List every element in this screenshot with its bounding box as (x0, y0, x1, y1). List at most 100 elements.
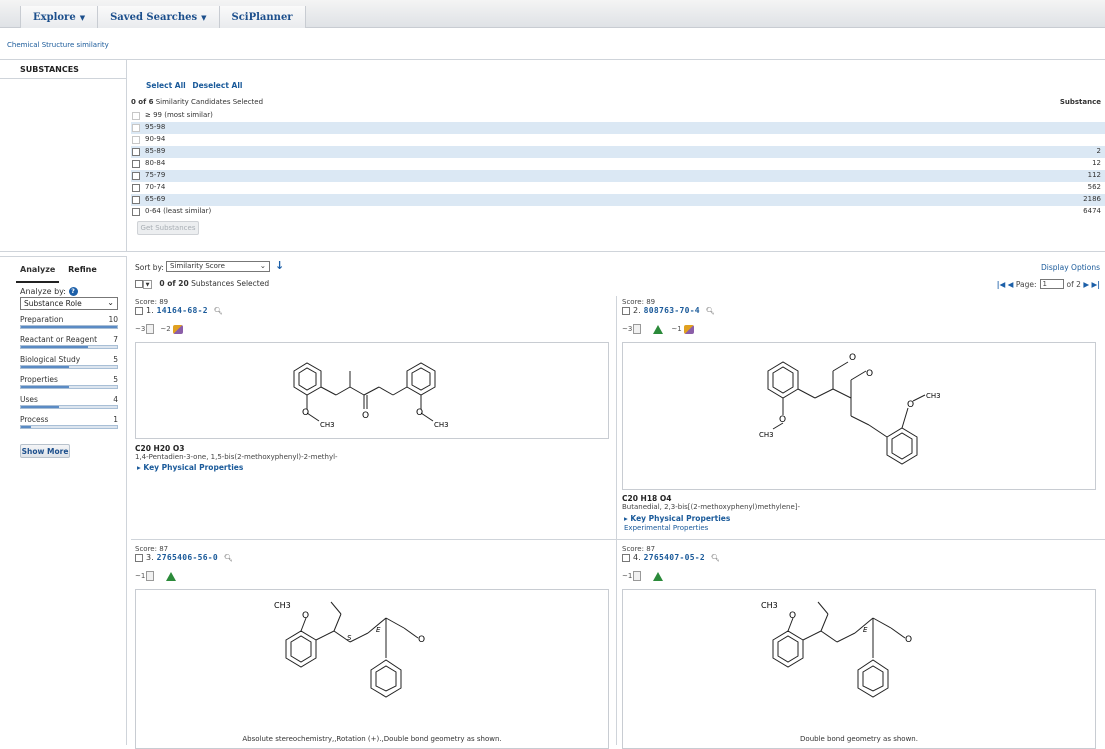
sort-direction-icon[interactable]: ↓ (275, 259, 285, 272)
cas-number-link[interactable]: 808763-70-4 (643, 306, 700, 315)
divider (0, 78, 126, 79)
similarity-candidate-row: 80-84 12 (131, 158, 1105, 170)
first-page-icon[interactable]: |◀ (996, 279, 1006, 289)
flask-icon[interactable] (166, 571, 177, 581)
facet-bar (20, 325, 118, 329)
candidate-label: 65-69 (145, 195, 166, 203)
facet-count: 7 (113, 335, 118, 344)
flask-icon[interactable] (653, 324, 664, 334)
cas-number-link[interactable]: 14164-68-2 (156, 306, 208, 315)
experimental-properties-link[interactable]: Experimental Properties (624, 524, 709, 532)
page-number-input[interactable]: 1 (1039, 279, 1064, 289)
result-checkbox[interactable] (135, 553, 143, 562)
nav-explore[interactable]: Explore▼ (20, 6, 99, 28)
key-physical-properties-link[interactable]: ▸ Key Physical Properties (137, 463, 244, 472)
select-all-results-checkbox[interactable] (135, 280, 143, 288)
candidate-count: 112 (1087, 171, 1101, 179)
magnifier-icon[interactable]: 🔍︎ (705, 307, 715, 315)
magnifier-icon[interactable]: 🔍︎ (213, 307, 223, 315)
result-checkbox[interactable] (622, 306, 630, 315)
cas-number-link[interactable]: 2765406-56-0 (156, 553, 219, 562)
svg-text:O: O (907, 400, 914, 410)
candidate-checkbox[interactable] (132, 208, 140, 216)
analyze-by-select[interactable]: Substance Role ⌄ (20, 297, 118, 310)
candidate-checkbox[interactable] (132, 172, 140, 180)
references-icon[interactable] (146, 571, 155, 581)
key-physical-properties-link[interactable]: ▸ Key Physical Properties (624, 514, 731, 523)
candidates-header: 0 of 6 Similarity Candidates Selected Su… (131, 98, 1101, 106)
reactions-icon[interactable] (683, 324, 694, 334)
similarity-candidate-row: 75-79 112 (131, 170, 1105, 182)
svg-text:O: O (416, 408, 423, 418)
candidate-label: 80-84 (145, 159, 166, 167)
select-menu-icon[interactable]: ▼ (143, 279, 152, 289)
structure-image[interactable]: O CH3 O S E (135, 589, 609, 749)
divider (131, 539, 1105, 540)
analyze-refine-tabs: Analyze Refine (20, 265, 97, 274)
structure-drawing: O O O CH3 O CH3 (759, 353, 941, 465)
structure-image[interactable]: O O O CH3 O CH3 (622, 342, 1096, 490)
substance-name: 1,4-Pentadien-3-one, 1,5-bis(2-methoxyph… (135, 453, 338, 461)
candidate-checkbox[interactable] (132, 160, 140, 168)
magnifier-icon[interactable]: 🔍︎ (224, 554, 233, 562)
stereochemistry-note: Double bond geometry as shown. (800, 735, 918, 743)
references-icon[interactable] (633, 571, 642, 581)
display-options-link[interactable]: Display Options (1041, 263, 1100, 272)
reactions-icon[interactable] (172, 324, 183, 334)
facet-name: Uses (20, 395, 38, 404)
candidate-checkbox[interactable] (132, 184, 140, 192)
candidate-checkbox (132, 124, 140, 132)
deselect-all-link[interactable]: Deselect All (192, 81, 243, 90)
similarity-candidate-row: ≥ 99 (most similar) (131, 110, 1105, 122)
candidate-count: 2186 (1083, 195, 1101, 203)
candidate-count: 2 (1096, 147, 1101, 155)
breadcrumb[interactable]: Chemical Structure similarity (7, 41, 109, 49)
candidate-label: 0-64 (least similar) (145, 207, 212, 215)
last-page-icon[interactable]: ▶| (1091, 279, 1100, 289)
substances-title: SUBSTANCES (20, 65, 79, 74)
help-icon[interactable]: ? (68, 287, 78, 296)
facet-bar (20, 425, 118, 429)
references-icon[interactable] (146, 324, 155, 334)
candidate-label: 90-94 (145, 135, 166, 143)
score: Score: 87 (622, 545, 656, 553)
show-more-button[interactable]: Show More (20, 444, 70, 458)
analyze-by-label: Analyze by: ? (20, 287, 78, 296)
magnifier-icon[interactable]: 🔍︎ (711, 554, 720, 562)
result-checkbox[interactable] (135, 306, 143, 315)
tab-analyze[interactable]: Analyze (20, 265, 55, 279)
divider (0, 251, 1105, 252)
nav-menu: Explore▼ Saved Searches▼ SciPlanner (20, 6, 306, 28)
select-all-link[interactable]: Select All (146, 81, 186, 90)
candidate-label: 75-79 (145, 171, 166, 179)
prev-page-icon[interactable]: ◀ (1007, 279, 1014, 289)
candidate-checkbox[interactable] (132, 196, 140, 204)
structure-image[interactable]: O O O CH3 CH3 (135, 342, 609, 439)
sort-by-select[interactable]: Similarity Score ⌄ (166, 261, 270, 272)
divider (616, 296, 617, 745)
flask-icon[interactable] (653, 571, 664, 581)
next-page-icon[interactable]: ▶ (1083, 279, 1090, 289)
tab-refine[interactable]: Refine (68, 265, 97, 274)
candidate-count: 12 (1092, 159, 1101, 167)
cas-number-link[interactable]: 2765407-05-2 (643, 553, 706, 562)
result-checkbox[interactable] (622, 553, 630, 562)
candidate-checkbox[interactable] (132, 148, 140, 156)
svg-text:O: O (866, 369, 873, 379)
facet-count: 5 (113, 355, 118, 364)
references-icon[interactable] (633, 324, 642, 334)
get-substances-button[interactable]: Get Substances (137, 221, 199, 235)
structure-drawing: O O O CH3 CH3 (293, 362, 449, 429)
nav-sciplanner[interactable]: SciPlanner (219, 6, 306, 28)
structure-image[interactable]: O CH3 O E (622, 589, 1096, 749)
facet-bar-fill (21, 426, 31, 428)
nav-saved-searches[interactable]: Saved Searches▼ (98, 6, 220, 28)
